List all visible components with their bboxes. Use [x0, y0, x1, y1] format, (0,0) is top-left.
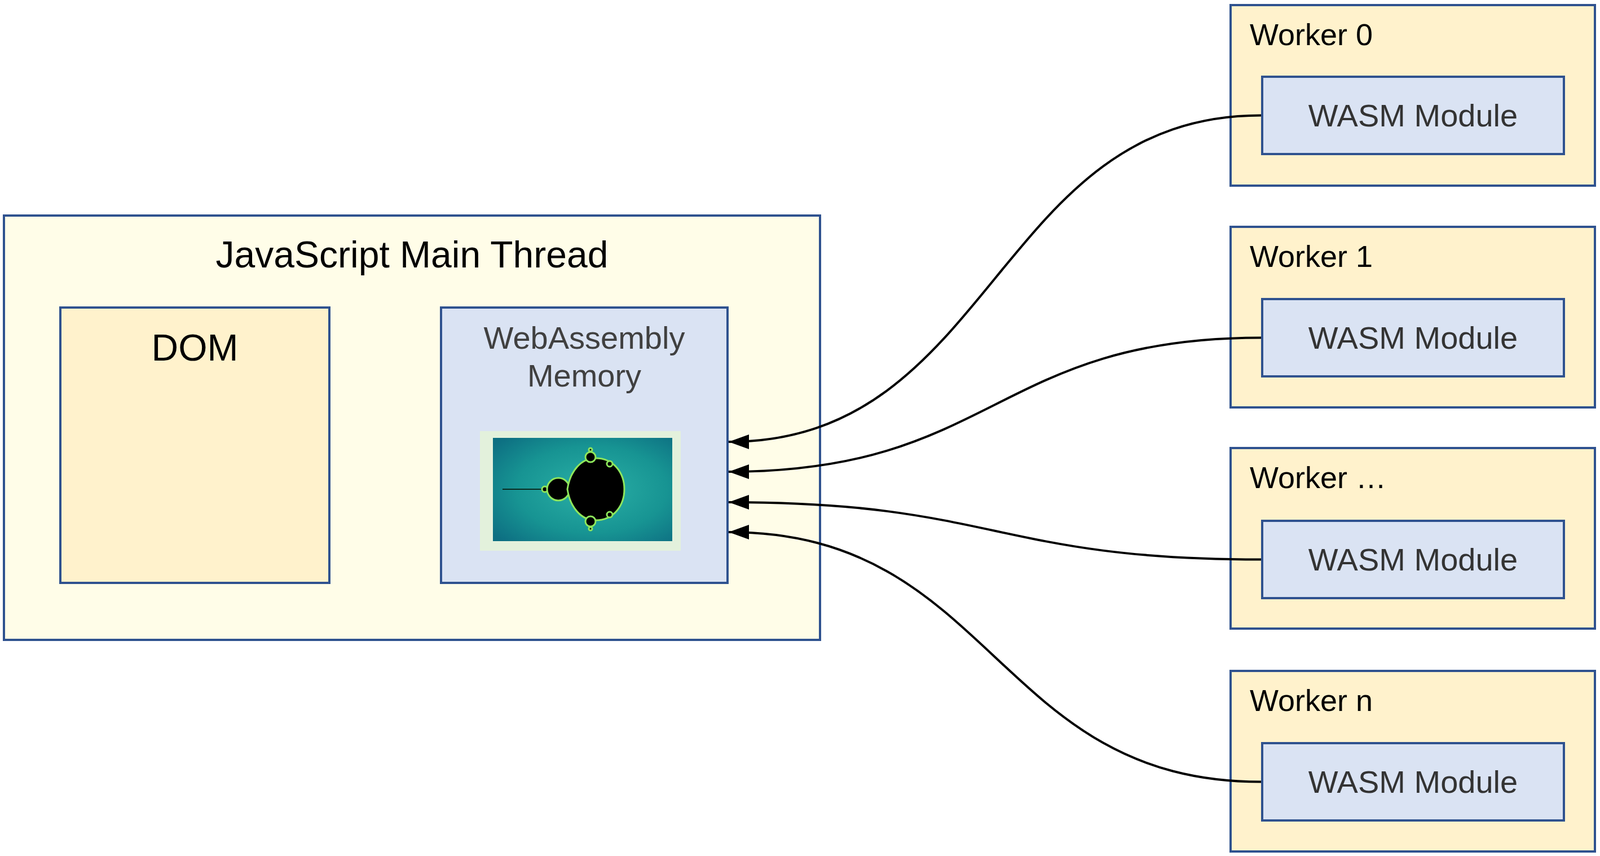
box-label: WASM Module: [1308, 318, 1518, 357]
worker-label: Worker …: [1231, 448, 1594, 496]
image-frame: [479, 430, 681, 551]
main-thread-box: JavaScript Main ThreadDOM WebAssembly Mem…: [2, 214, 822, 641]
worker-box: Worker n WASM Module: [1229, 669, 1597, 853]
worker-label: Worker 1: [1231, 227, 1594, 275]
worker-label: Worker n: [1231, 671, 1594, 719]
worker-box: Worker … WASM Module: [1229, 446, 1597, 630]
image-background: [492, 437, 673, 541]
mandelbrot-bulb: [606, 511, 613, 518]
mandelbrot-bulb: [606, 460, 613, 467]
mandelbrot-bulb: [585, 516, 596, 527]
box-label: WASM Module: [1308, 540, 1518, 579]
box-label: JavaScript Main Thread: [5, 216, 819, 277]
box-label: DOM: [61, 308, 329, 370]
connector-arrow: [728, 531, 1262, 782]
wasm-module-box: WASM Module: [1261, 75, 1566, 156]
worker-box: Worker 0 WASM Module: [1229, 3, 1597, 187]
connector-arrow: [728, 115, 1262, 443]
box-label: WebAssembly Memory: [465, 308, 703, 395]
mandelbrot-bulb: [547, 477, 570, 501]
mandelbrot-filament: [502, 488, 544, 490]
mandelbrot-cardioid: [567, 457, 625, 520]
mandelbrot-bulb: [585, 451, 596, 462]
mandelbrot-bulb: [588, 526, 593, 531]
mandelbrot-set: [541, 447, 625, 531]
wasm-module-box: WASM Module: [1261, 519, 1566, 599]
wasm-module-box: WASM Module: [1261, 741, 1566, 822]
box-label: WASM Module: [1308, 96, 1518, 135]
mandelbrot-bulb: [588, 447, 593, 452]
dom-box: DOM: [59, 306, 331, 584]
connector-arrow: [728, 501, 1262, 560]
worker-box: Worker 1 WASM Module: [1229, 225, 1597, 409]
mandelbrot-illustration: [479, 430, 681, 551]
worker-label: Worker 0: [1231, 6, 1594, 54]
box-label: WASM Module: [1308, 762, 1518, 801]
memory-box: WebAssembly Memory: [439, 306, 729, 584]
wasm-module-box: WASM Module: [1261, 297, 1566, 378]
connector-arrow: [728, 337, 1262, 473]
